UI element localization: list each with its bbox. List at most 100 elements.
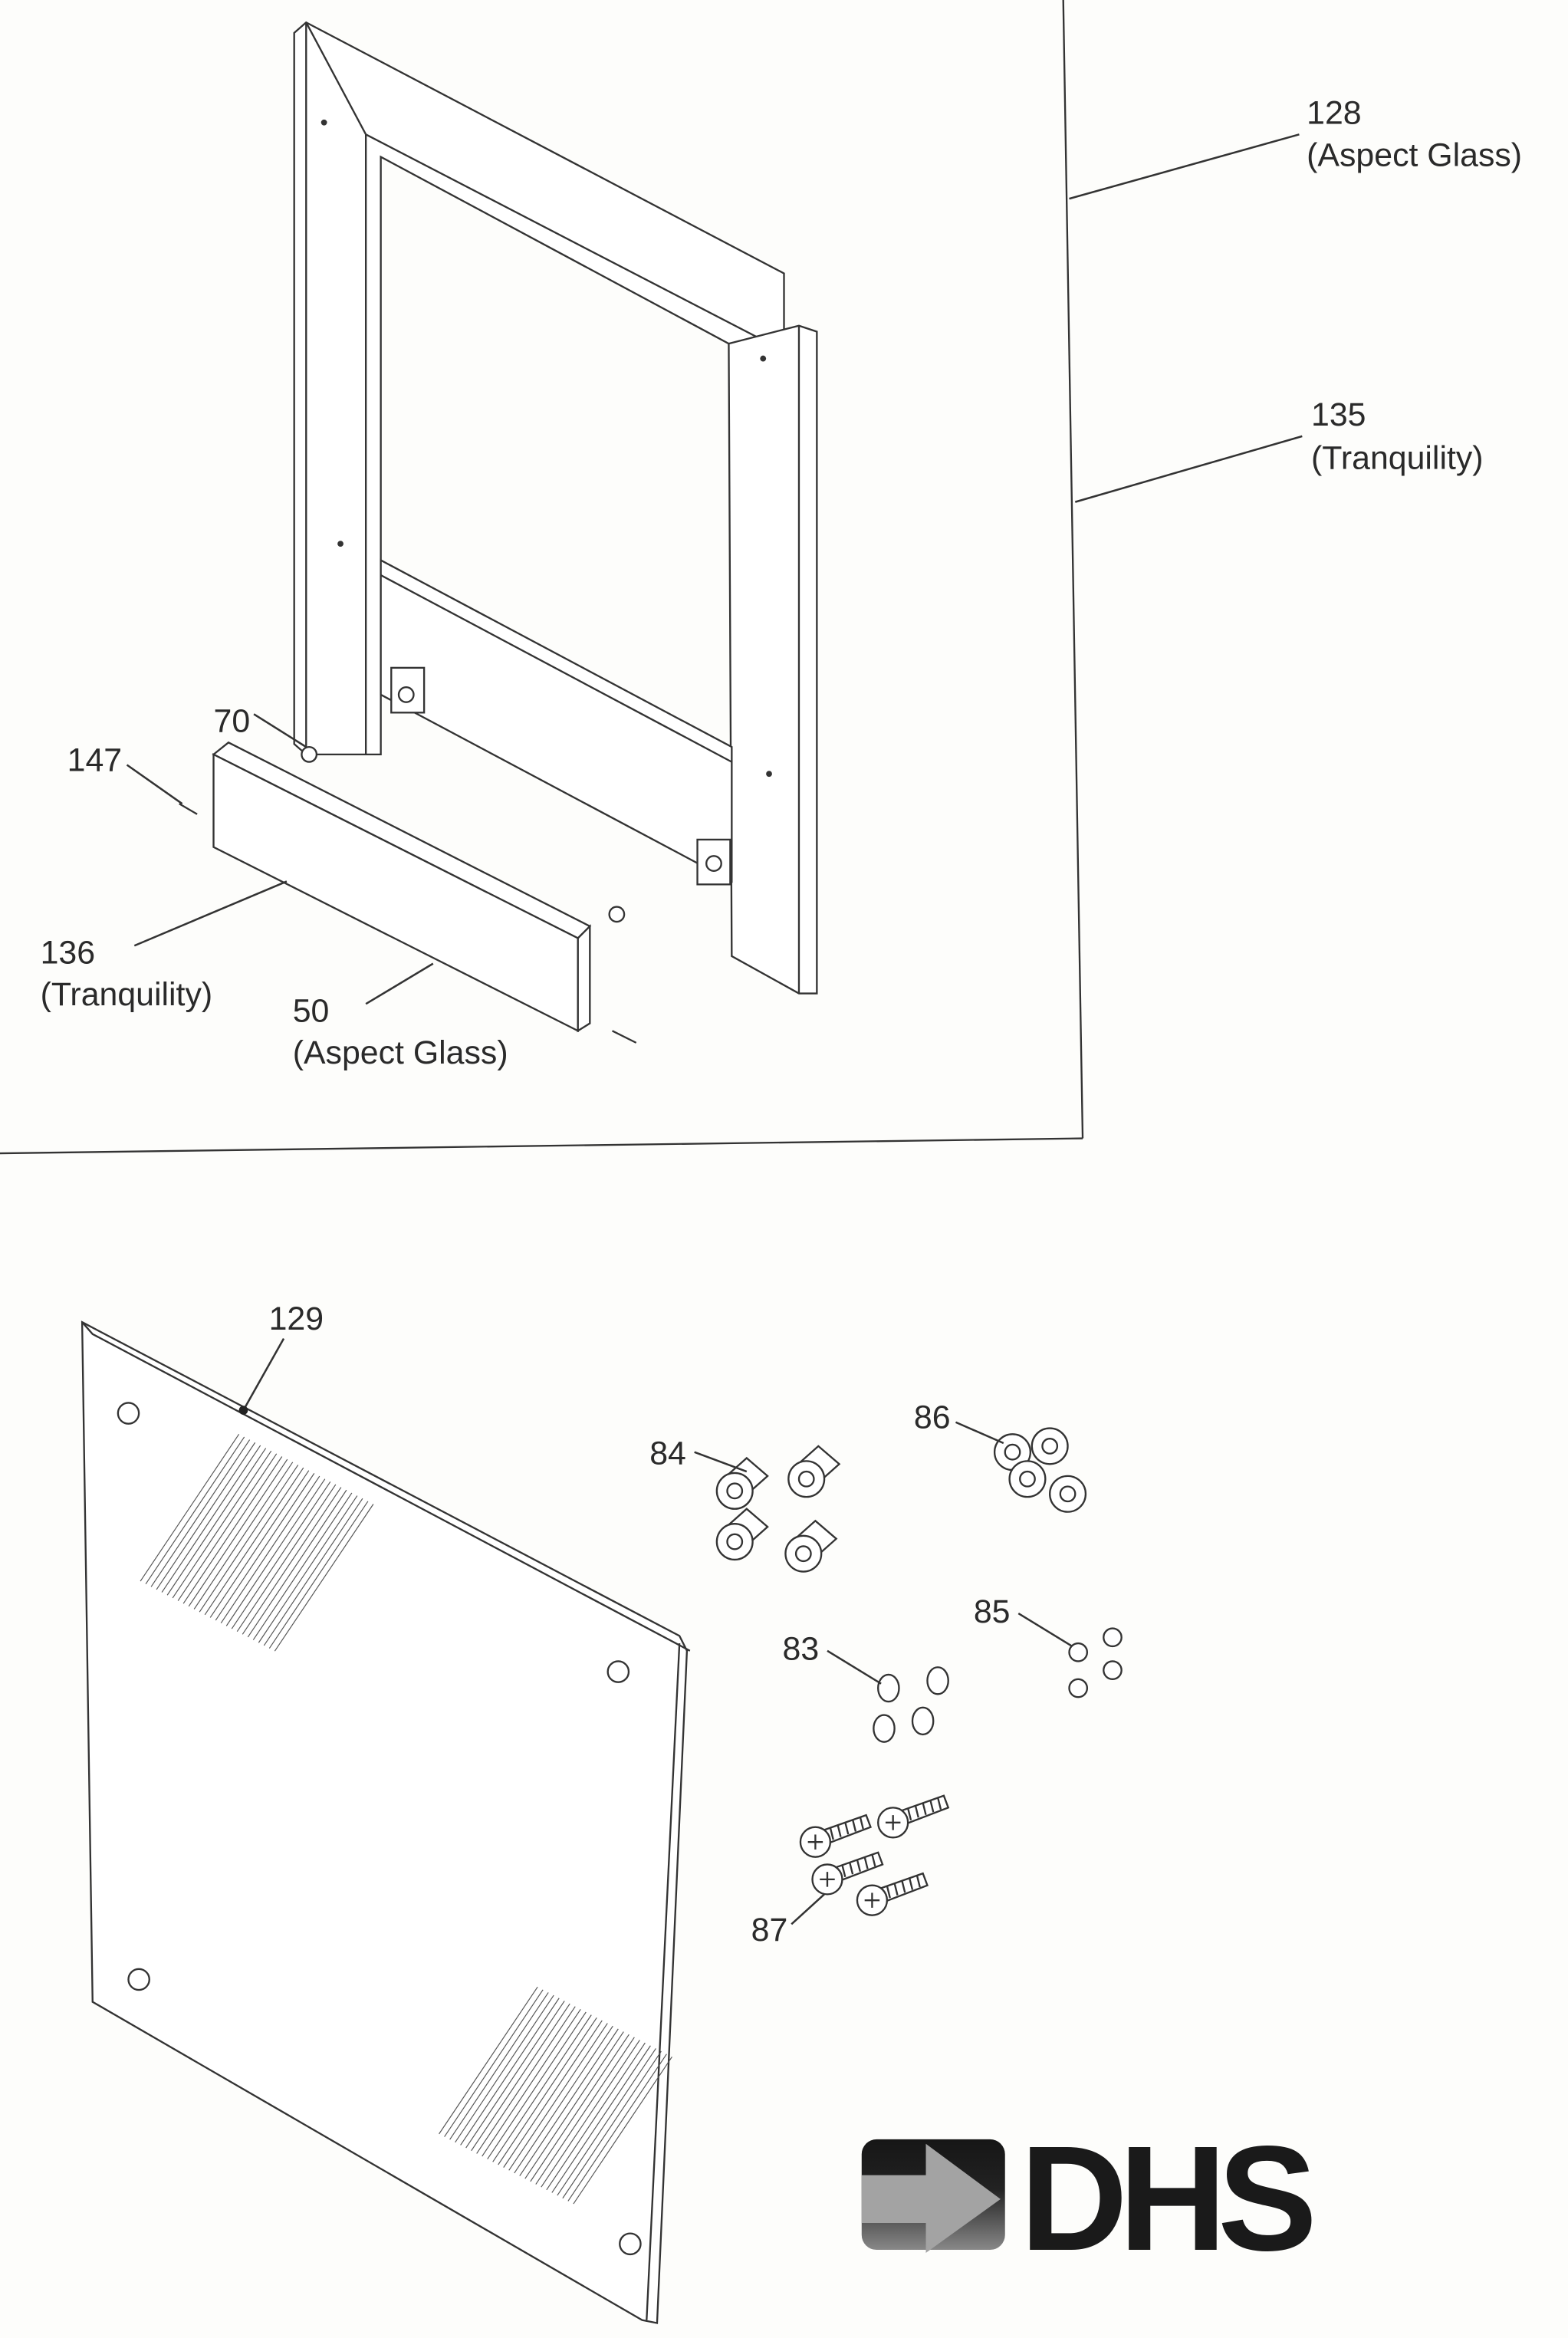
hatch-line xyxy=(220,1475,321,1624)
hatch-line xyxy=(530,2034,630,2182)
callout-note: (Tranquility) xyxy=(1311,440,1484,477)
hatch-line xyxy=(145,1436,245,1584)
hatch-line xyxy=(487,2011,587,2160)
hatch-line xyxy=(182,1456,283,1604)
screws xyxy=(799,1794,950,1916)
arrow-right-icon xyxy=(861,2143,1001,2253)
hatch-line xyxy=(166,1448,267,1596)
washers xyxy=(993,1427,1087,1513)
hatch-line xyxy=(514,2025,613,2174)
hatch-line xyxy=(225,1478,326,1626)
hatch-line xyxy=(535,2037,635,2185)
hatch-line xyxy=(519,2028,619,2176)
callout-number: 86 xyxy=(914,1399,951,1436)
hatch-line xyxy=(199,1465,299,1613)
hatch-line xyxy=(274,1504,374,1652)
hatch-line xyxy=(156,1442,256,1590)
clips xyxy=(873,1666,949,1743)
hatch-line xyxy=(247,1489,347,1638)
hatch-line xyxy=(471,2003,570,2152)
hatch-line xyxy=(503,2020,603,2168)
hatch-line xyxy=(263,1498,363,1646)
hatch-line xyxy=(465,2001,565,2149)
hatch-line xyxy=(557,2048,656,2196)
hatch-line xyxy=(204,1467,304,1616)
standoff xyxy=(715,1456,769,1510)
small-screws xyxy=(1068,1627,1123,1698)
hatch-line xyxy=(524,2031,624,2179)
hatch-line xyxy=(439,1986,538,2135)
hatch-line xyxy=(252,1492,353,1640)
hatch-line xyxy=(460,1998,560,2146)
callout-number: 84 xyxy=(649,1435,686,1472)
hatch-line xyxy=(551,2045,651,2193)
hatch-line xyxy=(236,1484,337,1632)
standoff xyxy=(784,1519,838,1573)
hatch-line xyxy=(258,1495,358,1643)
hatch-line xyxy=(546,2042,646,2191)
callout-number: 50 xyxy=(293,993,330,1030)
callout-50: 50 (Aspect Glass) xyxy=(293,962,508,1071)
callout-135: 135 (Tranquility) xyxy=(1074,396,1484,503)
callout-129: 129 xyxy=(238,1301,324,1415)
screw xyxy=(877,1794,950,1839)
hatch-line xyxy=(188,1458,288,1607)
glass-reflection xyxy=(140,1433,374,1652)
hatch-line xyxy=(172,1450,272,1599)
callout-83: 83 xyxy=(783,1630,882,1685)
hatch-line xyxy=(215,1473,315,1621)
screw xyxy=(811,1851,884,1896)
callout-note: (Aspect Glass) xyxy=(1307,136,1522,173)
callout-85: 85 xyxy=(974,1593,1073,1648)
callout-number: 128 xyxy=(1307,95,1361,132)
hatch-line xyxy=(541,2040,640,2188)
callout-number: 85 xyxy=(974,1593,1011,1630)
callout-number: 129 xyxy=(269,1301,324,1337)
hatch-line xyxy=(449,1992,549,2140)
callout-128: 128 (Aspect Glass) xyxy=(1069,95,1522,200)
hatch-line xyxy=(492,2014,592,2162)
screw xyxy=(856,1872,929,1916)
hatch-line xyxy=(177,1453,278,1601)
callout-note: (Aspect Glass) xyxy=(293,1034,508,1071)
standoffs xyxy=(715,1445,841,1573)
callout-number: 70 xyxy=(214,703,251,740)
callout-number: 147 xyxy=(67,742,122,778)
callout-84: 84 xyxy=(649,1435,748,1473)
hatch-line xyxy=(161,1445,261,1593)
kick-plate xyxy=(179,741,637,1044)
callout-70: 70 xyxy=(214,703,307,748)
hatch-line xyxy=(508,2023,608,2171)
callout-number: 135 xyxy=(1311,396,1366,433)
callout-number: 87 xyxy=(751,1912,788,1948)
hatch-line xyxy=(444,1989,544,2137)
standoff xyxy=(787,1445,841,1498)
hatch-line xyxy=(231,1481,331,1629)
callout-number: 83 xyxy=(783,1630,820,1667)
hatch-line xyxy=(242,1487,342,1635)
door-frame xyxy=(293,21,818,995)
callout-87: 87 xyxy=(751,1893,825,1948)
callout-147: 147 xyxy=(67,742,183,805)
hatch-line xyxy=(193,1462,294,1610)
standoff xyxy=(715,1508,769,1561)
logo-text: DHS xyxy=(1020,2116,1312,2282)
hatch-line xyxy=(209,1470,310,1618)
hatch-line xyxy=(455,1994,554,2143)
callout-number: 136 xyxy=(41,935,95,972)
dhs-logo: DHS xyxy=(861,2116,1321,2282)
hatch-line xyxy=(562,2050,662,2199)
hatch-line xyxy=(476,2006,576,2154)
callout-86: 86 xyxy=(914,1399,1004,1445)
hatch-line xyxy=(268,1501,369,1649)
section-border xyxy=(0,0,1084,1155)
hatch-line xyxy=(482,2009,581,2157)
hatch-line xyxy=(150,1439,251,1587)
screw xyxy=(799,1814,872,1858)
hatch-line xyxy=(140,1433,240,1582)
hatch-line xyxy=(567,2054,667,2202)
glass-panel xyxy=(81,1320,691,2324)
glass-reflection xyxy=(439,1986,672,2205)
hatch-line xyxy=(573,2057,672,2205)
